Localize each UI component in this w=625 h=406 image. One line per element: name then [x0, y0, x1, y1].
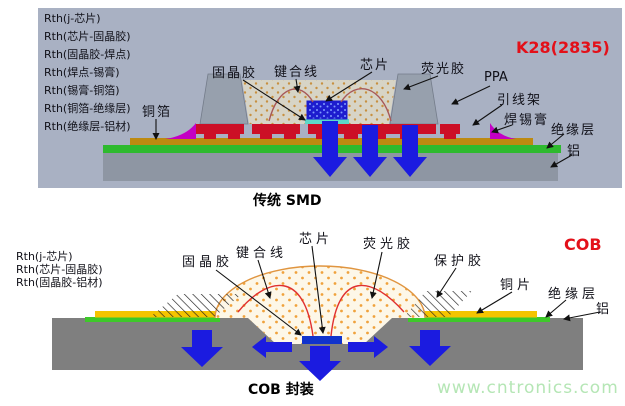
cob-label-die-attach: 固晶胶 [182, 255, 234, 270]
smd-rth-item: Rth(固晶胶-焊点) [44, 48, 131, 61]
cob-label-insulation: 绝缘层 [548, 287, 600, 302]
smd-structure [103, 71, 573, 181]
smd-label-solder-paste: 焊锡膏 [504, 113, 550, 128]
cob-protective-glue-right [404, 291, 472, 317]
smd-label-aluminum: 铝 [567, 144, 583, 159]
cob-rth-item: Rth(芯片-固晶胶) [16, 263, 103, 276]
smd-caption: 传统 SMD [253, 193, 322, 209]
cob-protective-glue-left [150, 294, 242, 317]
cob-bond-wire-left [237, 284, 314, 337]
smd-rth-item: Rth(j-芯片) [44, 12, 101, 25]
smd-rth-item: Rth(焊点-锡膏) [44, 66, 120, 79]
smd-rth-item: Rth(芯片-固晶胶) [44, 30, 131, 43]
cob-chip [302, 336, 342, 344]
cob-label-bond-wire: 键合线 [236, 246, 288, 261]
smd-label-lead-frame: 引线架 [497, 93, 543, 108]
smd-heat-arrows [313, 121, 427, 177]
cob-heat-arrows [181, 330, 451, 381]
cob-label-protective: 保护胶 [434, 254, 486, 269]
smd-label-ppa: PPA [484, 70, 508, 85]
smd-solder-fillet-left [165, 123, 196, 139]
smd-part-number-badge: K28(2835) [516, 38, 610, 57]
smd-leader-lines [152, 71, 573, 168]
cob-rth-item: Rth(j-芯片) [16, 250, 73, 263]
cob-label-chip: 芯片 [299, 232, 334, 247]
smd-rth-item: Rth(锡膏-铜箔) [44, 84, 120, 97]
cob-structure [52, 245, 601, 381]
cob-caption: COB 封装 [248, 382, 314, 398]
smd-label-bond-wire: 键合线 [274, 65, 320, 80]
smd-label-insulation: 绝缘层 [551, 123, 597, 138]
cob-rth-item: Rth(固晶胶-铝材) [16, 276, 103, 289]
watermark: www.cntronics.com [437, 378, 619, 398]
cob-insulation-right [408, 317, 550, 322]
smd-ppa-wall-left [199, 73, 249, 125]
smd-label-chip: 芯片 [360, 58, 391, 73]
cob-insulation-left [85, 317, 220, 322]
cob-copper-right [415, 311, 537, 318]
smd-label-die-attach: 固晶胶 [212, 66, 258, 81]
cob-label-aluminum: 铝 [596, 302, 614, 317]
smd-label-phosphor: 荧光胶 [421, 62, 467, 77]
smd-bond-wire-right [340, 87, 392, 122]
cob-leader-lines [215, 245, 601, 336]
cob-bond-wire-right [330, 284, 405, 337]
smd-solder-fillet-right [490, 123, 516, 139]
cob-label-phosphor: 荧光胶 [363, 237, 415, 252]
cob-badge: COB [564, 235, 602, 254]
smd-label-copper-foil: 铜箔 [142, 105, 173, 120]
smd-rth-item: Rth(绝缘层-铝材) [44, 120, 131, 133]
cob-label-copper-sheet: 铜片 [500, 278, 535, 293]
smd-ppa-wall-right [389, 73, 439, 125]
smd-chip [306, 100, 348, 120]
smd-bond-wire-left [268, 88, 314, 122]
smd-rth-item: Rth(铜箔-绝缘层) [44, 102, 131, 115]
